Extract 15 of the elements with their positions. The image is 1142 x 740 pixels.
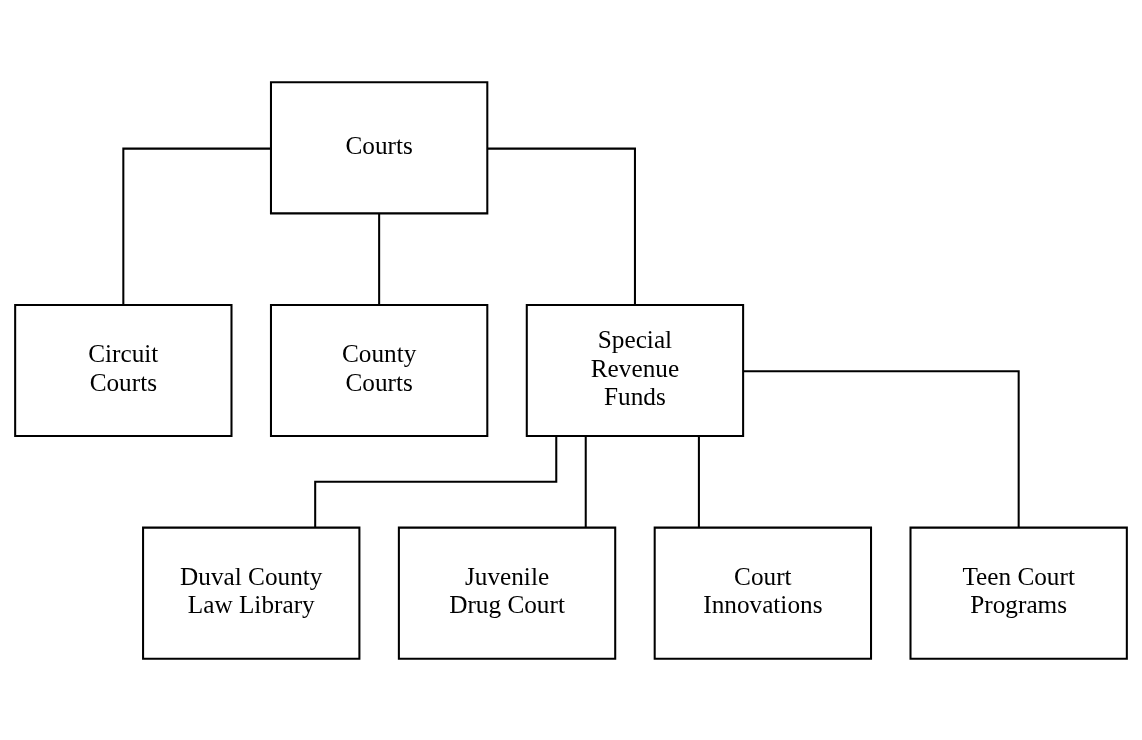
connector bbox=[697, 435, 700, 527]
node-box: Teen Court Programs bbox=[909, 526, 1128, 660]
connector bbox=[743, 369, 1020, 527]
connector bbox=[487, 147, 636, 305]
node-box: Court Innovations bbox=[653, 526, 873, 660]
node-box: Courts bbox=[269, 80, 489, 214]
connector bbox=[584, 435, 587, 527]
connector bbox=[314, 436, 558, 527]
node-box: County Courts bbox=[269, 303, 489, 437]
connector bbox=[378, 212, 381, 305]
node-box: Duval County Law Library bbox=[142, 526, 361, 660]
node-box: Special Revenue Funds bbox=[525, 303, 745, 437]
node-box: Juvenile Drug Court bbox=[397, 526, 617, 660]
node-box: Circuit Courts bbox=[14, 303, 233, 437]
connector bbox=[122, 147, 271, 305]
